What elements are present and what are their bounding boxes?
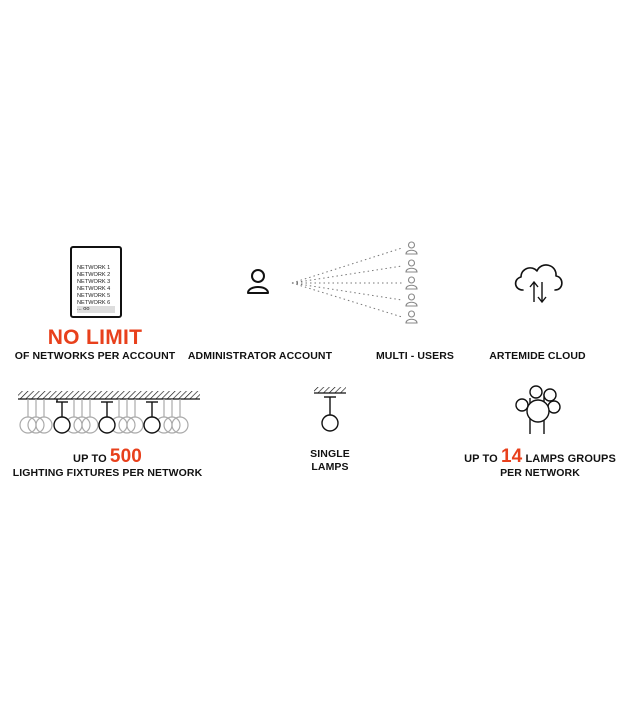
fixtures-caption: LIGHTING FIXTURES PER NETWORK bbox=[12, 467, 203, 479]
tablet-icon: NETWORK 1 NETWORK 2 NETWORK 3 NETWORK 4 … bbox=[70, 246, 122, 318]
user-icon bbox=[405, 241, 418, 255]
admin-caption: ADMINISTRATOR ACCOUNT bbox=[187, 350, 333, 362]
groups-caption: PER NETWORK bbox=[500, 467, 580, 479]
user-icon bbox=[247, 269, 269, 294]
single-line1: SINGLE bbox=[310, 448, 350, 460]
cloud-caption: ARTEMIDE CLOUD bbox=[489, 350, 586, 362]
user-icon bbox=[405, 310, 418, 324]
lamp-groups-icon bbox=[515, 385, 561, 434]
single-line2: LAMPS bbox=[311, 461, 349, 473]
network-list-item: NETWORK 2 bbox=[77, 271, 111, 278]
single-lamp-icon bbox=[314, 387, 346, 432]
no-limit-headline: NO LIMIT bbox=[47, 326, 143, 349]
fixtures-prefix: UP TO bbox=[73, 453, 107, 465]
network-list-more: ... oo bbox=[77, 306, 115, 314]
network-list-item: NETWORK 6 bbox=[77, 299, 111, 306]
single-lamps-caption: SINGLE LAMPS bbox=[290, 448, 370, 474]
multi-users-caption: MULTI - USERS bbox=[375, 350, 455, 362]
user-icon bbox=[405, 259, 418, 273]
groups-suffix: LAMPS GROUPS bbox=[525, 453, 616, 465]
network-list: NETWORK 1 NETWORK 2 NETWORK 3 NETWORK 4 … bbox=[77, 265, 115, 314]
groups-number: 14 bbox=[500, 446, 523, 467]
network-list-item: NETWORK 5 bbox=[77, 292, 111, 299]
fixtures-headline: UP TO 500 bbox=[0, 446, 215, 468]
networks-caption: OF NETWORKS PER ACCOUNT bbox=[14, 350, 176, 362]
user-icon bbox=[405, 293, 418, 307]
cloud-sync-icon bbox=[514, 264, 563, 304]
fixtures-number: 500 bbox=[109, 446, 142, 467]
network-list-item: NETWORK 3 bbox=[77, 278, 111, 285]
user-icon bbox=[405, 276, 418, 290]
network-list-item: NETWORK 1 bbox=[77, 265, 111, 271]
groups-prefix: UP TO bbox=[464, 453, 498, 465]
groups-headline: UP TO 14 LAMPS GROUPS bbox=[455, 446, 625, 468]
network-list-item: NETWORK 4 bbox=[77, 285, 111, 292]
